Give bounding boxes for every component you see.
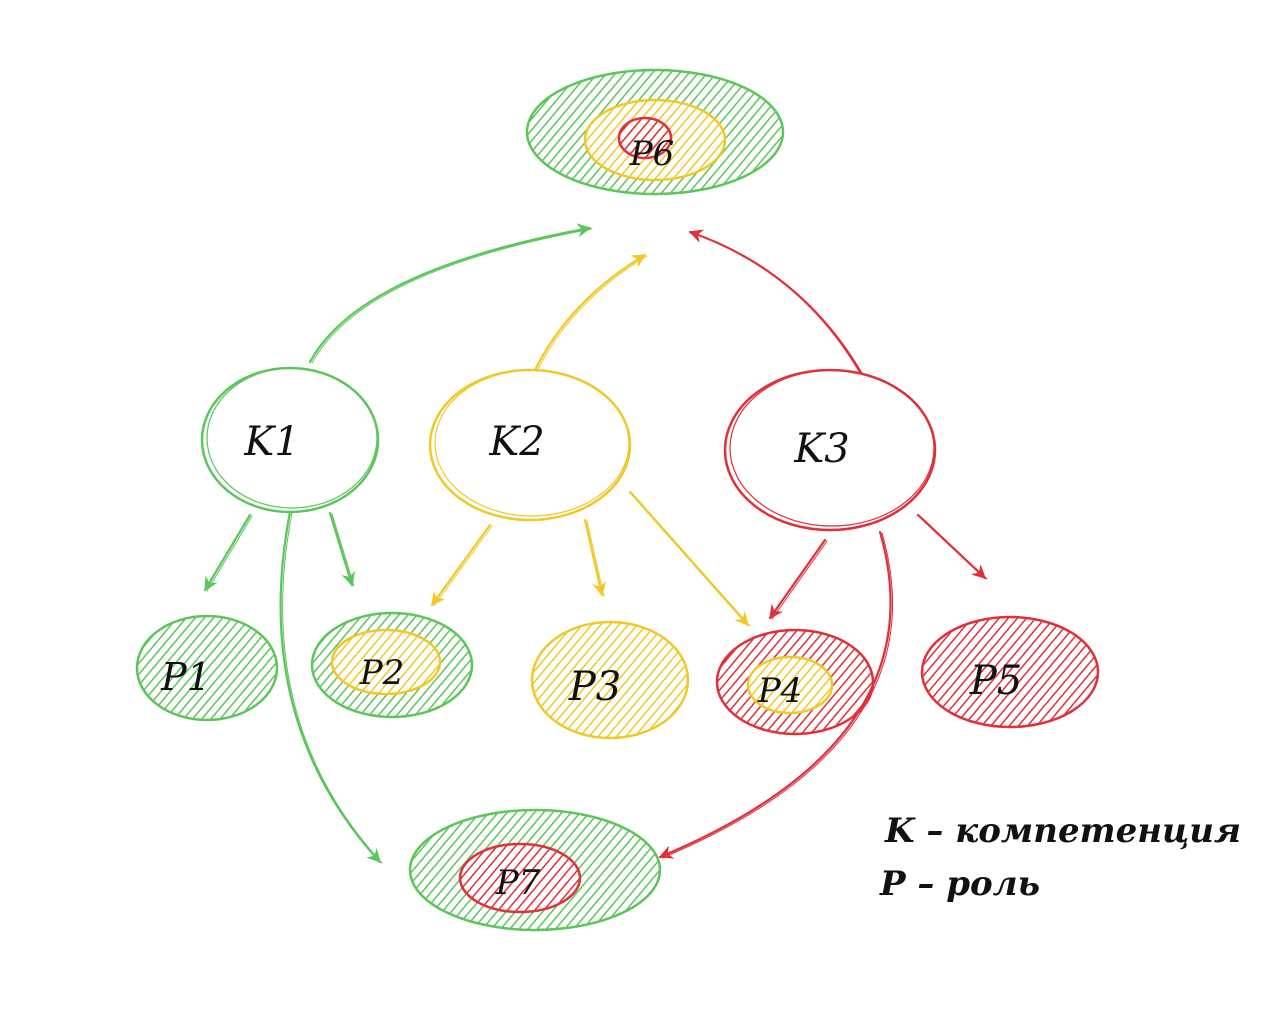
role-node-p7: P7 xyxy=(408,808,662,932)
role-node-p5: P5 xyxy=(920,615,1100,729)
competency-node-k3: K3 xyxy=(723,368,937,532)
edge-k3-to-p5 xyxy=(916,513,987,580)
competency-label-k3: K3 xyxy=(793,426,849,472)
role-label-p5: P5 xyxy=(969,658,1022,704)
legend-role: P – роль xyxy=(879,864,1040,904)
role-node-p2: P2 xyxy=(310,611,474,719)
edge-sketch-k3-to-p6 xyxy=(691,232,863,374)
competency-node-k1: K1 xyxy=(200,366,380,514)
edge-k3-to-p7 xyxy=(658,530,892,859)
edge-sketch-k1-to-p7 xyxy=(282,512,383,864)
edge-k3-to-p4 xyxy=(768,538,827,620)
edge-sketch-k3-to-p7 xyxy=(661,532,894,859)
edges-layer xyxy=(203,223,988,864)
edge-k2-to-p2 xyxy=(430,523,492,607)
role-label-p7: P7 xyxy=(495,863,541,903)
role-label-p1: P1 xyxy=(160,655,211,699)
edge-k1-to-p2 xyxy=(328,511,356,587)
legend: K – компетенция P – роль xyxy=(879,811,1241,904)
edge-sketch-k3-to-p5 xyxy=(919,515,988,580)
edge-k1-to-p6 xyxy=(308,223,592,364)
role-node-p1: P1 xyxy=(135,614,279,722)
edge-k2-to-p6 xyxy=(533,253,647,372)
edge-sketch-k1-to-p2 xyxy=(331,513,355,587)
edge-sketch-k2-to-p6 xyxy=(536,255,648,372)
edge-sketch-k2-to-p2 xyxy=(433,525,493,607)
edge-k1-to-p1 xyxy=(203,513,252,592)
edge-k2-to-p3 xyxy=(583,518,607,597)
edge-sketch-k1-to-p6 xyxy=(311,228,593,364)
role-node-p4: P4 xyxy=(715,628,875,736)
role-label-p2: P2 xyxy=(359,653,405,693)
competency-node-k2: K2 xyxy=(428,368,632,522)
edge-sketch-k3-to-p4 xyxy=(771,540,828,620)
legend-competency: K – компетенция xyxy=(884,811,1241,851)
role-label-p4: P4 xyxy=(757,671,803,711)
role-label-p3: P3 xyxy=(568,664,621,710)
edge-k3-to-p6 xyxy=(688,229,862,374)
role-node-p6: P6 xyxy=(525,68,785,196)
edge-sketch-k2-to-p3 xyxy=(586,520,605,597)
role-node-p3: P3 xyxy=(530,620,690,740)
edge-sketch-k1-to-p1 xyxy=(206,515,253,592)
edge-k1-to-p7 xyxy=(279,510,382,864)
role-label-p6: P6 xyxy=(629,134,675,174)
edge-sketch-k2-to-p4 xyxy=(631,492,751,627)
competency-label-k2: K2 xyxy=(488,419,544,465)
edge-k2-to-p4 xyxy=(628,490,750,627)
competency-label-k1: K1 xyxy=(243,419,299,465)
